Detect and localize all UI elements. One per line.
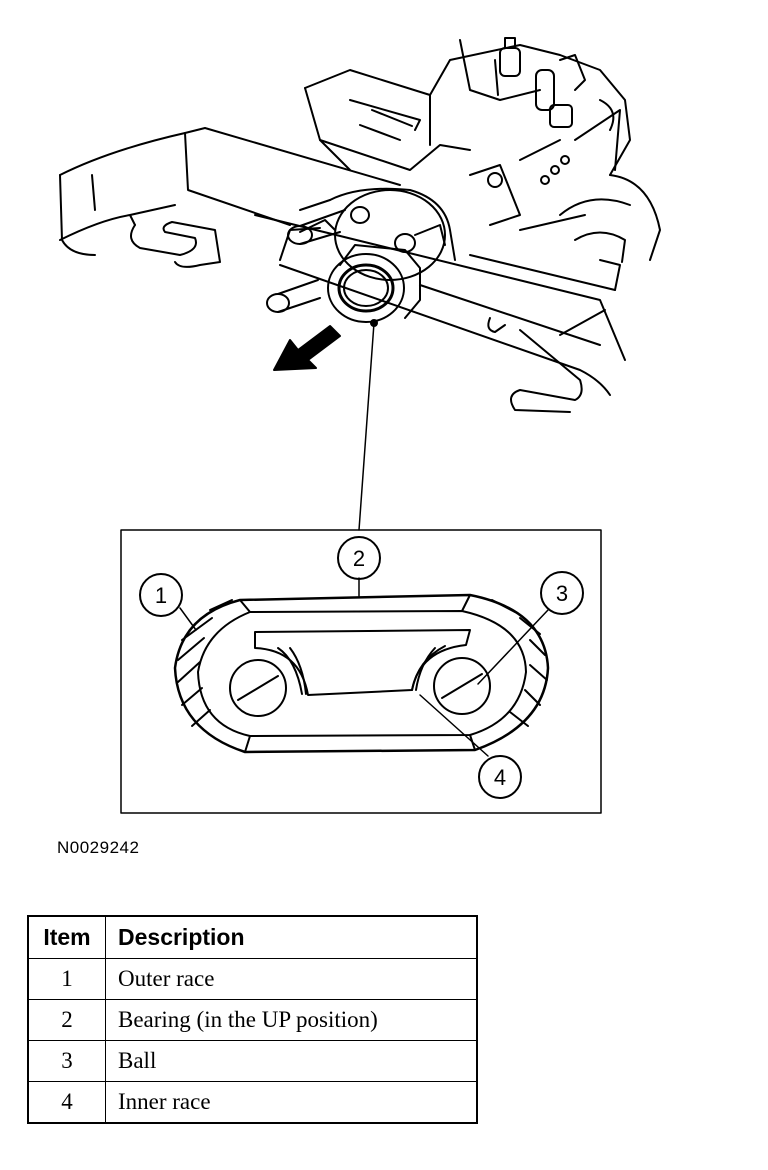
- callout-3: 3: [540, 571, 584, 615]
- table-row: 4 Inner race: [27, 1081, 478, 1124]
- header-description: Description: [105, 915, 478, 959]
- callout-2: 2: [337, 536, 381, 580]
- item-number: 2: [27, 999, 106, 1041]
- detail-inset-frame: [120, 529, 602, 814]
- legend-header-row: Item Description: [27, 915, 478, 959]
- callout-2-label: 2: [353, 546, 365, 571]
- item-description: Bearing (in the UP position): [105, 999, 478, 1041]
- item-number: 1: [27, 958, 106, 1000]
- table-row: 3 Ball: [27, 1040, 478, 1082]
- callout-3-label: 3: [556, 581, 568, 606]
- header-item: Item: [27, 915, 106, 959]
- item-description: Ball: [105, 1040, 478, 1082]
- item-description: Inner race: [105, 1081, 478, 1124]
- bearing-cross-section: [173, 577, 550, 757]
- legend-table: Item Description 1 Outer race 2 Bearing …: [27, 915, 478, 1124]
- steering-column-illustration: 1 2 3 4: [59, 37, 661, 814]
- detail-leader-line: [358, 322, 375, 531]
- callout-1-label: 1: [155, 583, 167, 608]
- item-number: 4: [27, 1081, 106, 1124]
- item-description: Outer race: [105, 958, 478, 1000]
- table-row: 1 Outer race: [27, 958, 478, 1000]
- callout-4: 4: [478, 755, 522, 799]
- table-row: 2 Bearing (in the UP position): [27, 999, 478, 1041]
- callout-4-label: 4: [494, 765, 506, 790]
- figure-id: N0029242: [57, 838, 140, 857]
- column-assembly-drawing: [59, 37, 661, 413]
- item-number: 3: [27, 1040, 106, 1082]
- callout-1: 1: [139, 573, 183, 617]
